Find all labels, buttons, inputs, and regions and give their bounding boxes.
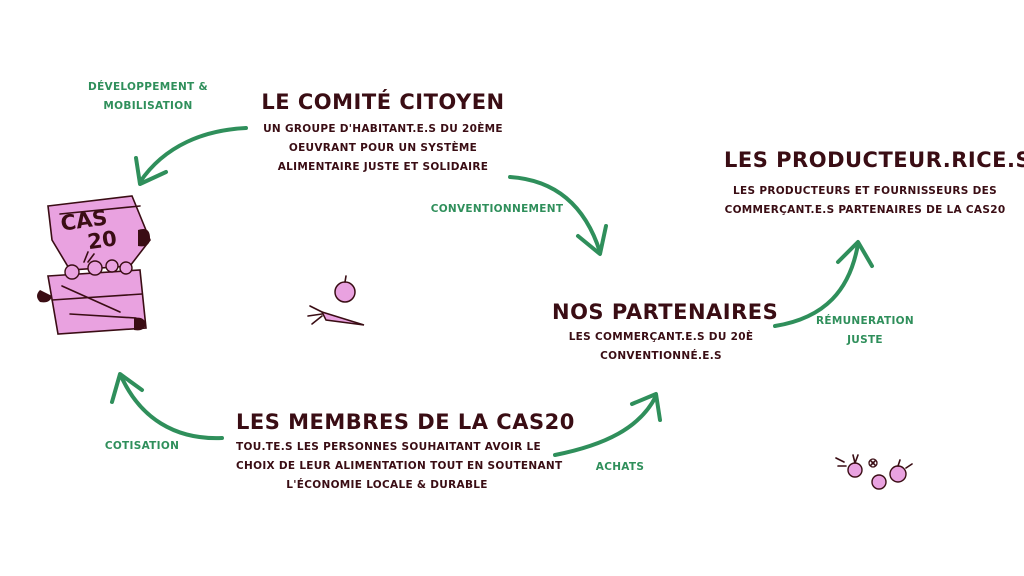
arrow-cotisation [110, 372, 224, 441]
comite-line-3: ALIMENTAIRE JUSTE ET SOLIDAIRE [277, 161, 489, 173]
arrow-developpement [134, 126, 248, 186]
apple-carrot-icon [307, 275, 365, 326]
label-developpement: DÉVELOPPEMENT & MOBILISATION [78, 78, 218, 116]
membres-title: LES MEMBRES DE LA CAS20 [236, 410, 575, 434]
label-remuneration: RÉMUNERATION JUSTE [810, 312, 920, 350]
membres-block: LES MEMBRES DE LA CAS20 TOU.TE.S LES PER… [236, 410, 575, 495]
producteurs-line-2: COMMERÇANT.E.S PARTENAIRES DE LA CAS20 [724, 204, 1006, 216]
membres-line-1: TOU.TE.S LES PERSONNES SOUHAITANT AVOIR … [236, 441, 541, 453]
label-remuneration-line-1: RÉMUNERATION [816, 315, 914, 327]
partenaires-line-1: LES COMMERÇANT.E.S DU 20È [568, 331, 754, 343]
producteurs-title: LES PRODUCTEUR.RICE.S [724, 148, 1024, 172]
label-conventionnement: CONVENTIONNEMENT [430, 203, 564, 215]
membres-line-2: CHOIX DE LEUR ALIMENTATION TOUT EN SOUTE… [236, 460, 563, 472]
fruits-icon [835, 454, 913, 490]
producteurs-block: LES PRODUCTEUR.RICE.S LES PRODUCTEURS ET… [724, 148, 1024, 220]
crate-logo-icon [37, 195, 151, 335]
producteurs-line-1: LES PRODUCTEURS ET FOURNISSEURS DES [733, 185, 997, 197]
comite-title: LE COMITÉ CITOYEN [261, 90, 505, 114]
partenaires-block: NOS PARTENAIRES LES COMMERÇANT.E.S DU 20… [552, 300, 779, 366]
partenaires-title: NOS PARTENAIRES [552, 300, 779, 324]
arrow-conventionnement [508, 175, 608, 256]
membres-line-3: L'ÉCONOMIE LOCALE & DURABLE [286, 479, 488, 491]
partenaires-line-2: CONVENTIONNÉ.E.S [600, 350, 722, 362]
label-achats: ACHATS [595, 461, 645, 473]
comite-line-2: OEUVRANT POUR UN SYSTÈME [288, 142, 478, 154]
label-developpement-line-1: DÉVELOPPEMENT & [88, 81, 208, 93]
arrow-remuneration [773, 240, 874, 328]
label-remuneration-line-2: JUSTE [847, 334, 883, 346]
comite-block: LE COMITÉ CITOYEN UN GROUPE D'HABITANT.E… [260, 90, 506, 177]
comite-line-1: UN GROUPE D'HABITANT.E.S DU 20ÈME [263, 123, 503, 135]
label-cotisation: COTISATION [104, 440, 180, 452]
label-developpement-line-2: MOBILISATION [103, 100, 193, 112]
arrow-achats [553, 392, 662, 457]
